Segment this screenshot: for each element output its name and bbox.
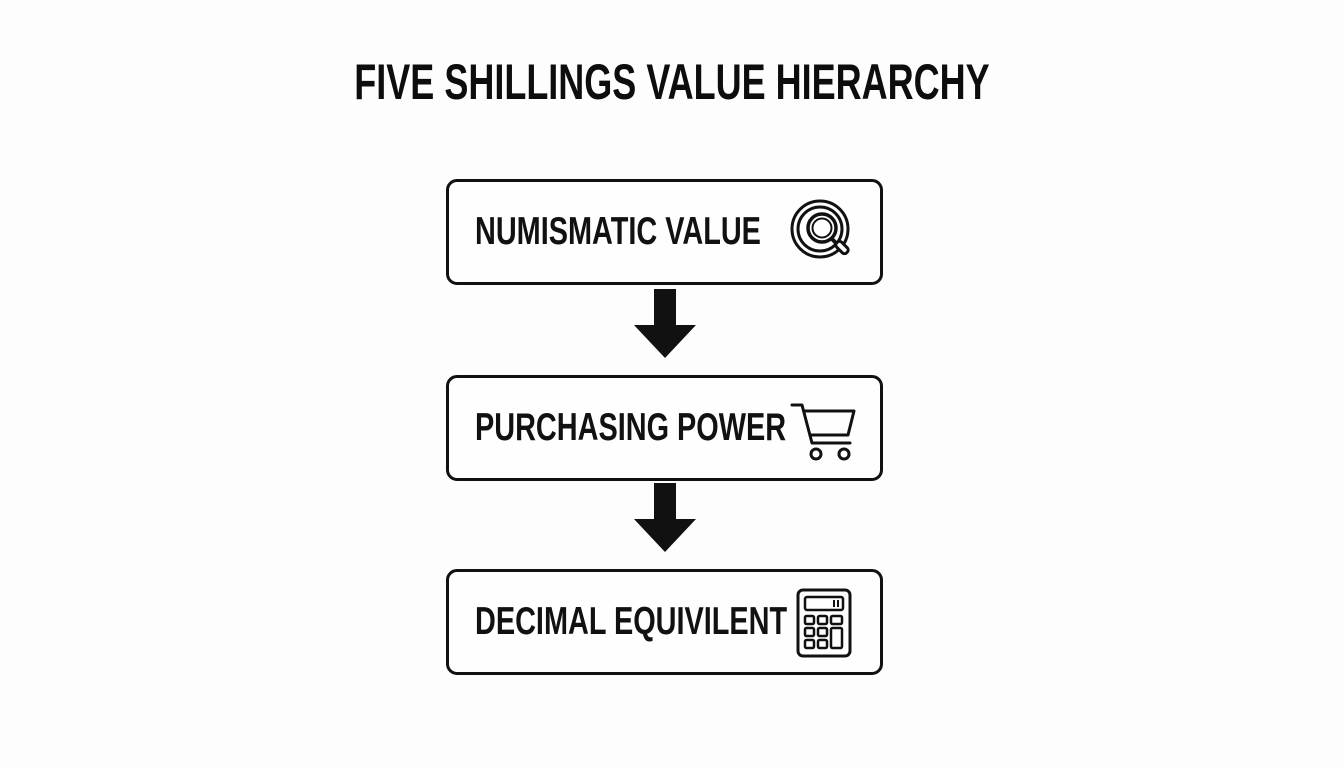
node-label: NUMISMATIC VALUE xyxy=(475,210,761,253)
shopping-cart-icon xyxy=(790,403,856,461)
arrow-down-icon xyxy=(634,289,696,358)
arrow-down-icon xyxy=(634,483,696,552)
node-purchasing-power: PURCHASING POWER xyxy=(446,375,883,481)
magnifying-glass-coin-icon xyxy=(790,199,850,259)
diagram-title: FIVE SHILLINGS VALUE HIERARCHY xyxy=(354,54,990,110)
node-label: DECIMAL EQUIVILENT xyxy=(475,600,788,643)
calculator-icon xyxy=(796,588,852,658)
node-label: PURCHASING POWER xyxy=(475,406,787,449)
node-numismatic-value: NUMISMATIC VALUE xyxy=(446,179,883,285)
node-decimal-equivilent: DECIMAL EQUIVILENT xyxy=(446,569,883,675)
